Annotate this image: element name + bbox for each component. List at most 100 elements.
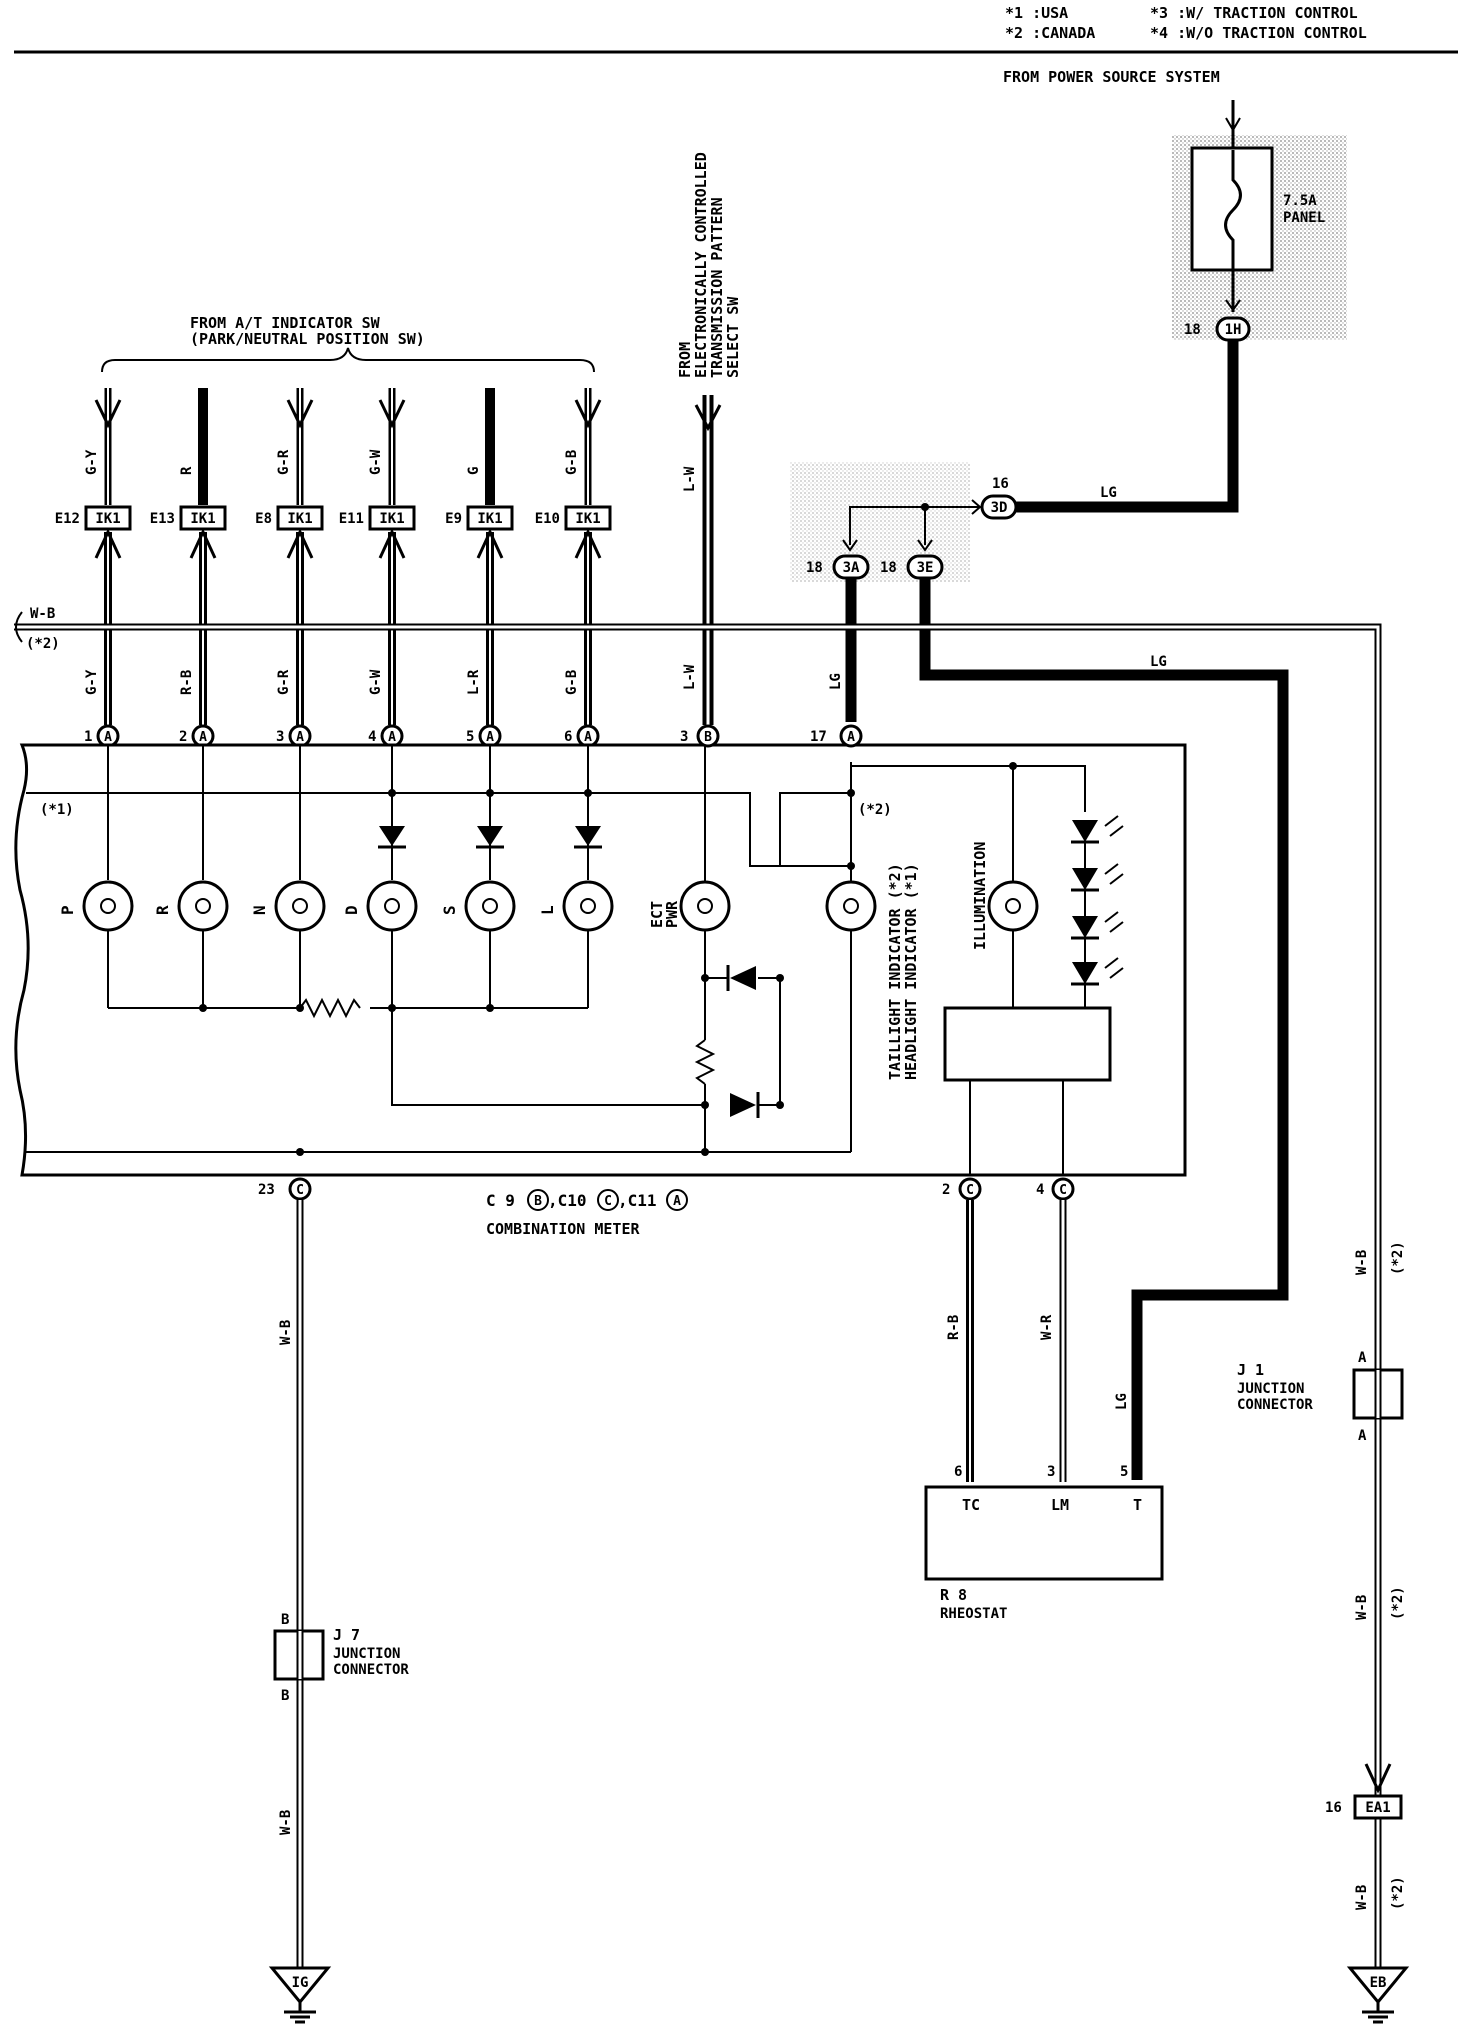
ect-lamp-label: ECT xyxy=(648,901,666,928)
connector-3e-pin: 18 xyxy=(880,560,897,576)
ground-right-note-3: (*2) xyxy=(1390,1876,1406,1910)
ground-left-pin: 23 xyxy=(258,1182,275,1198)
wire-lg-meter-label: LG xyxy=(828,673,844,690)
rheostat-circuit: C 2 C 4 R-B W-R 6 3 5 TC LM T R 8 RHEOST… xyxy=(924,1177,1164,1622)
meter-pin-ect: B 3 xyxy=(680,724,720,748)
connector-ea1-pin: 16 xyxy=(1325,1800,1342,1816)
meter-pin-conn: A xyxy=(584,730,592,745)
indicator-lamp: D xyxy=(342,746,418,1008)
power-source-label: FROM POWER SOURCE SYSTEM xyxy=(1003,68,1220,86)
ect-wire-label-top: L-W xyxy=(682,466,698,492)
combination-meter: (*1) xyxy=(14,743,1187,1177)
rheostat-id: R 8 xyxy=(940,1586,967,1604)
j1-name1: JUNCTION xyxy=(1237,1381,1304,1397)
ground-right-wire-3: W-B xyxy=(1354,1885,1370,1910)
meter-caption: C 9 B ,C10 C ,C11 A COMBINATION METER xyxy=(486,1189,688,1238)
ect-wire: L-W L-W xyxy=(682,395,722,725)
ik1-wire-bottom-label: G-W xyxy=(368,669,384,695)
connector-ea1 xyxy=(1353,1794,1403,1820)
meter-pin-conn: A xyxy=(104,730,112,745)
j7-name1: JUNCTION xyxy=(333,1646,400,1662)
ect-line1: FROM xyxy=(676,342,694,378)
ground-right-wire-2: W-B xyxy=(1354,1595,1370,1620)
ik1-pin-label: E8 xyxy=(255,511,272,527)
wb-bus-label: W-B xyxy=(30,606,55,622)
lamp-label: P xyxy=(58,905,77,915)
meter-pin-number: 4 xyxy=(368,729,376,745)
ect-line3: TRANSMISSION PATTERN xyxy=(708,197,726,378)
j1-id: J 1 xyxy=(1237,1361,1264,1379)
led-icon xyxy=(1072,962,1098,984)
indicator-lamp: L xyxy=(538,746,614,1008)
ground-ig-label: IG xyxy=(292,1975,309,1991)
ik1-wire-bottom-label: G-B xyxy=(564,670,580,695)
wire-lg-label-mid: LG xyxy=(1150,654,1167,670)
headlight-indicator-label: HEADLIGHT INDICATOR (*1) xyxy=(902,863,920,1080)
ik1-pin-label: E10 xyxy=(535,511,560,527)
meter-pin-number: 6 xyxy=(564,729,572,745)
legend-usa: *1 :USA xyxy=(1005,4,1068,22)
ik1-wire-top-label: R xyxy=(179,466,195,475)
taillight-indicator-label: TAILLIGHT INDICATOR (*2) xyxy=(886,863,904,1080)
meter-pin-conn: A xyxy=(296,730,304,745)
svg-text:B: B xyxy=(281,1688,289,1704)
ik1-connector-label: IK1 xyxy=(379,511,404,527)
wire-lg-3e-rheostat xyxy=(919,579,1289,1480)
ect-wire-label-bottom: L-W xyxy=(682,664,698,690)
taillight-lamp xyxy=(825,880,877,932)
bulb-icon xyxy=(825,880,877,932)
ground-right-circuit: W-B (*2) A A J 1 JUNCTION CONNECTOR W-B … xyxy=(1237,1241,1410,2024)
lamp-label: S xyxy=(440,905,459,915)
led-icon xyxy=(1072,916,1098,938)
ik1-wire-top-label: G-W xyxy=(368,449,384,475)
wb-bus-line: W-B (*2) xyxy=(14,606,1382,1360)
ik1-wire-top-label: G-B xyxy=(564,450,580,475)
wb-bus-note: (*2) xyxy=(26,636,60,652)
dimmer-module xyxy=(943,1006,1112,1082)
fuse-name: PANEL xyxy=(1283,210,1325,226)
svg-text:,C10: ,C10 xyxy=(548,1191,587,1210)
bulb-icon xyxy=(366,880,418,932)
bulb-icon xyxy=(464,880,516,932)
at-indicator-line2: (PARK/NEUTRAL POSITION SW) xyxy=(190,330,425,348)
ik1-connector-label: IK1 xyxy=(477,511,502,527)
meter-name: COMBINATION METER xyxy=(486,1220,640,1238)
rheostat-box xyxy=(924,1485,1164,1581)
ik1-wire-bottom-label: R-B xyxy=(179,670,195,695)
svg-text:2: 2 xyxy=(942,1182,950,1198)
svg-text:B: B xyxy=(534,1194,542,1209)
meter-note-canada: (*2) xyxy=(858,802,892,818)
ground-eb-label: EB xyxy=(1370,1975,1387,1991)
power-source: FROM POWER SOURCE SYSTEM 7.5A PANEL 1H 1… xyxy=(1003,68,1347,342)
ik1-pin-label: E11 xyxy=(339,511,364,527)
indicator-lamp: P xyxy=(58,746,134,1008)
wire-lg-1h-3d xyxy=(1016,341,1239,513)
svg-text:3: 3 xyxy=(1047,1464,1055,1480)
ground-left-circuit: C 23 W-B W-B B B J 7 JUNCTION CONNECTOR … xyxy=(258,1177,409,2024)
ground-eb-symbol xyxy=(1346,1966,1410,2005)
meter-pin-number: 1 xyxy=(84,729,92,745)
legend-canada: *2 :CANADA xyxy=(1005,24,1095,42)
rheostat-name: RHEOSTAT xyxy=(940,1606,1007,1622)
wire-3a-3d xyxy=(849,506,980,545)
svg-text:A: A xyxy=(1358,1350,1367,1366)
ik1-connector-label: IK1 xyxy=(190,511,215,527)
diode-icon xyxy=(575,826,601,846)
svg-text:A: A xyxy=(1358,1428,1367,1444)
svg-text:3E: 3E xyxy=(917,560,934,576)
fuse-icon xyxy=(1224,150,1242,270)
lamp-label: D xyxy=(342,905,361,915)
ik1-pin-label: E12 xyxy=(55,511,80,527)
j7-id: J 7 xyxy=(333,1626,360,1644)
svg-text:1H: 1H xyxy=(1225,322,1242,338)
lamp-label: N xyxy=(250,905,269,915)
svg-text:A: A xyxy=(673,1194,681,1209)
svg-text:3: 3 xyxy=(680,729,688,745)
meter-pin-conn: A xyxy=(199,730,207,745)
bulb-icon xyxy=(562,880,614,932)
